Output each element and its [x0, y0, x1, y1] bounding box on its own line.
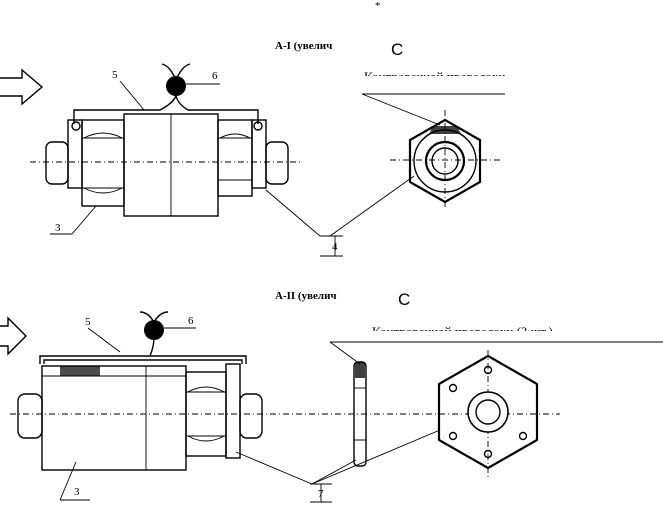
top-mark: *	[375, 0, 381, 12]
view-a2-caption: Контровочной проволоки (3 шт.)	[372, 324, 553, 339]
nut-a2	[185, 371, 227, 457]
view-a1-title-suffix: С	[391, 40, 403, 59]
label-7-a2: 7	[318, 488, 324, 500]
label-6-a1: 6	[212, 70, 218, 82]
lock-wire-a2	[39, 355, 247, 364]
view-arrow-a2	[0, 316, 27, 356]
bolt-end-left-a1	[45, 141, 69, 185]
view-a2-title: А-II (увелич	[275, 290, 337, 302]
seal-a1	[166, 76, 186, 96]
view-a2: А-II (увелич С Контровочной проволоки (3…	[0, 290, 663, 503]
nut-right-a1	[217, 119, 253, 197]
bolt-end-right-a1	[265, 141, 289, 185]
end-view-a2	[437, 350, 539, 478]
view-a1-caption: Контровочной проволоки	[364, 69, 505, 84]
body-a1	[123, 113, 219, 217]
label-3-a2: 3	[74, 486, 80, 498]
washer-side-view-a2	[353, 361, 367, 467]
bolt-end-left-a2	[17, 393, 43, 439]
body-a2	[41, 365, 187, 471]
end-view-a1	[390, 110, 500, 210]
washer-plate-a2	[225, 363, 241, 459]
view-a1-title: А-I (увелич	[275, 40, 332, 52]
label-6-a2: 6	[188, 315, 194, 327]
label-5-a2: 5	[85, 316, 91, 328]
nut-left-a1	[81, 119, 125, 207]
view-a1: А-I (увелич С Контровочной проволоки	[0, 40, 505, 257]
seal-a2	[144, 320, 164, 340]
bolt-end-right-a2	[239, 393, 263, 439]
view-a2-title-suffix: С	[398, 290, 410, 309]
view-arrow-a1	[0, 68, 44, 106]
label-5-a1: 5	[112, 69, 118, 81]
label-3-a1: 3	[55, 222, 61, 234]
lock-wire-a1	[73, 95, 177, 124]
label-4-a1: 4	[332, 241, 338, 253]
